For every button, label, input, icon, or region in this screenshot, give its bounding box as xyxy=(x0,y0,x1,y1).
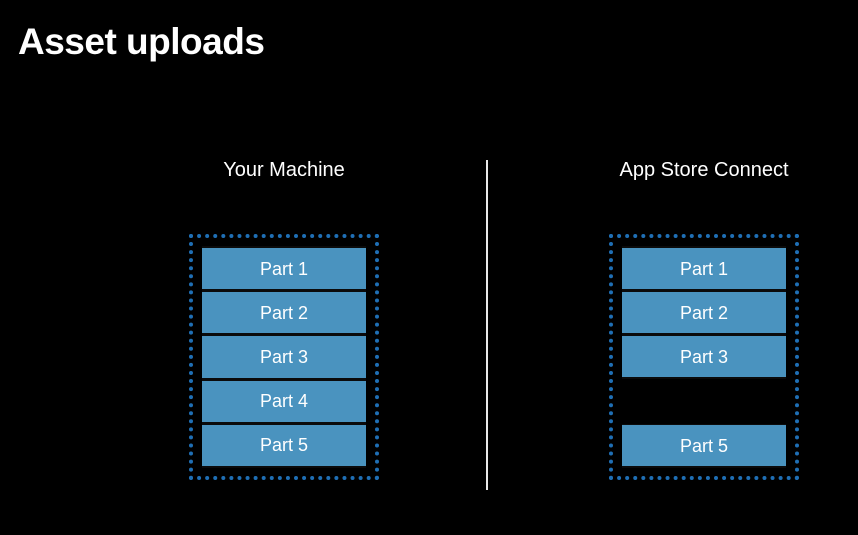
part-block: Part 3 xyxy=(622,335,786,379)
part-block-missing xyxy=(622,379,786,424)
panel-your-machine: Your Machine xyxy=(166,160,402,180)
part-block: Part 5 xyxy=(622,424,786,468)
vertical-divider xyxy=(486,160,488,490)
parts-stack-app-store-connect: Part 1 Part 2 Part 3 Part 5 xyxy=(622,246,786,468)
page-title: Asset uploads xyxy=(18,21,265,62)
panel-heading-app-store-connect: App Store Connect xyxy=(619,159,789,181)
panel-app-store-connect: App Store Connect xyxy=(586,160,822,180)
parts-stack-your-machine: Part 1 Part 2 Part 3 Part 4 Part 5 xyxy=(202,246,366,469)
part-block: Part 2 xyxy=(202,291,366,336)
part-block: Part 2 xyxy=(622,291,786,335)
panel-heading-your-machine: Your Machine xyxy=(223,159,345,181)
part-block: Part 3 xyxy=(202,335,366,380)
part-block: Part 5 xyxy=(202,423,366,469)
part-block: Part 1 xyxy=(202,246,366,292)
parts-container-app-store-connect: Part 1 Part 2 Part 3 Part 5 xyxy=(609,234,799,480)
parts-container-your-machine: Part 1 Part 2 Part 3 Part 4 Part 5 xyxy=(189,234,379,480)
part-block: Part 1 xyxy=(622,246,786,291)
part-block: Part 4 xyxy=(202,379,366,424)
